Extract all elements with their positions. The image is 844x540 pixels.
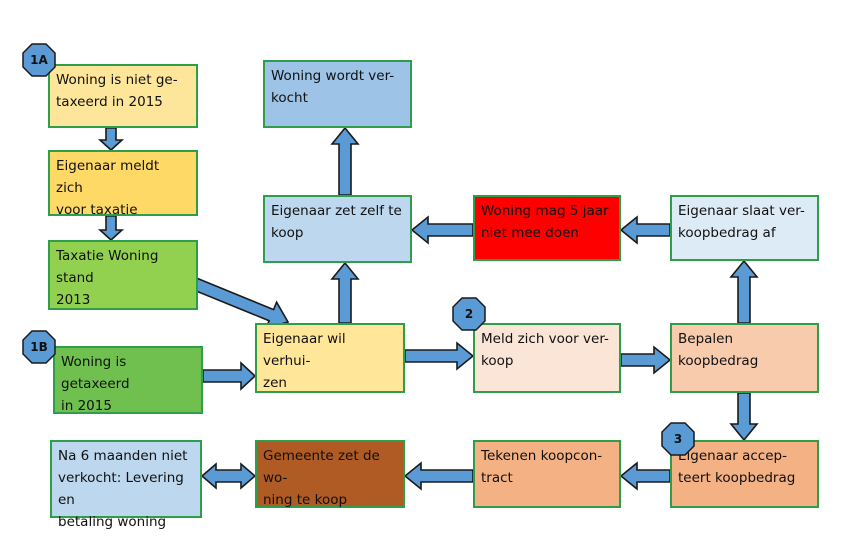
flow-arrow — [191, 277, 290, 330]
box-text: Woning wordt ver- kocht — [271, 68, 395, 106]
box-accepteert: Eigenaar accep- teert koopbedrag — [670, 440, 819, 508]
box-text: Meld zich voor ver- koop — [481, 331, 609, 369]
box-text: Woning mag 5 jaar niet mee doen — [481, 203, 609, 241]
flow-arrow — [404, 341, 475, 371]
box-text: Eigenaar meldt zich voor taxatie — [56, 158, 160, 218]
badge-label: 2 — [464, 307, 474, 321]
step-badge-2: 2 — [452, 297, 486, 331]
flow-arrow — [330, 126, 360, 196]
box-text: Woning is getaxeerd in 2015 — [61, 354, 130, 414]
flow-arrow — [403, 461, 474, 491]
step-badge-3: 3 — [661, 422, 695, 456]
flow-arrow — [620, 345, 672, 375]
box-bepalen-koopbedrag: Bepalen koopbedrag — [670, 323, 819, 393]
box-meldt-taxatie: Eigenaar meldt zich voor taxatie — [48, 150, 198, 218]
box-slaat-af: Eigenaar slaat ver- koopbedrag af — [670, 195, 819, 261]
box-text: Eigenaar accep- teert koopbedrag — [678, 448, 796, 486]
step-badge-1a: 1A — [22, 43, 56, 77]
octagon-icon — [452, 297, 486, 331]
box-text: Eigenaar wil verhui- zen — [263, 331, 346, 391]
badge-label: 1B — [30, 340, 48, 354]
badge-label: 3 — [673, 432, 683, 446]
box-taxatie-2013: Taxatie Woning stand 2013 — [48, 240, 198, 310]
box-text: Bepalen koopbedrag — [678, 331, 759, 369]
box-text: Na 6 maanden niet verkocht: Levering en … — [58, 448, 188, 530]
box-zet-zelf-te-koop: Eigenaar zet zelf te koop — [263, 195, 412, 263]
flow-arrow — [97, 127, 125, 152]
flow-arrow — [729, 392, 759, 442]
box-text: Woning is niet ge- taxeerd in 2015 — [56, 72, 178, 110]
box-text: Gemeente zet de wo- ning te koop — [263, 448, 380, 508]
box-meld-verkoop: Meld zich voor ver- koop — [473, 323, 621, 393]
box-text: Eigenaar zet zelf te koop — [271, 203, 402, 241]
octagon-icon — [22, 330, 56, 364]
box-wordt-verkocht: Woning wordt ver- kocht — [263, 60, 412, 128]
flow-arrow — [410, 215, 474, 245]
box-levering: Na 6 maanden niet verkocht: Levering en … — [50, 440, 202, 530]
box-koopcontract: Tekenen koopcon- tract — [473, 440, 621, 508]
badge-label: 1A — [30, 53, 48, 67]
flow-arrow — [619, 215, 671, 245]
octagon-icon — [661, 422, 695, 456]
flow-arrow — [200, 462, 257, 490]
box-wil-verhuizen: Eigenaar wil verhui- zen — [255, 323, 405, 393]
flow-arrow — [97, 215, 125, 242]
box-text: Eigenaar slaat ver- koopbedrag af — [678, 203, 805, 241]
flow-arrow — [729, 259, 759, 324]
box-mag-niet-meedoen: Woning mag 5 jaar niet mee doen — [473, 195, 621, 261]
flow-arrow — [330, 261, 360, 324]
step-badge-1b: 1B — [22, 330, 56, 364]
box-text: Tekenen koopcon- tract — [481, 448, 603, 486]
box-getaxeerd-2015: Woning is getaxeerd in 2015 — [53, 346, 203, 414]
box-gemeente-koop: Gemeente zet de wo- ning te koop — [255, 440, 405, 508]
box-niet-getaxeerd: Woning is niet ge- taxeerd in 2015 — [48, 64, 198, 128]
octagon-icon — [22, 43, 56, 77]
flow-arrow — [619, 461, 671, 491]
flow-arrow — [202, 361, 257, 391]
box-text: Taxatie Woning stand 2013 — [56, 248, 159, 308]
